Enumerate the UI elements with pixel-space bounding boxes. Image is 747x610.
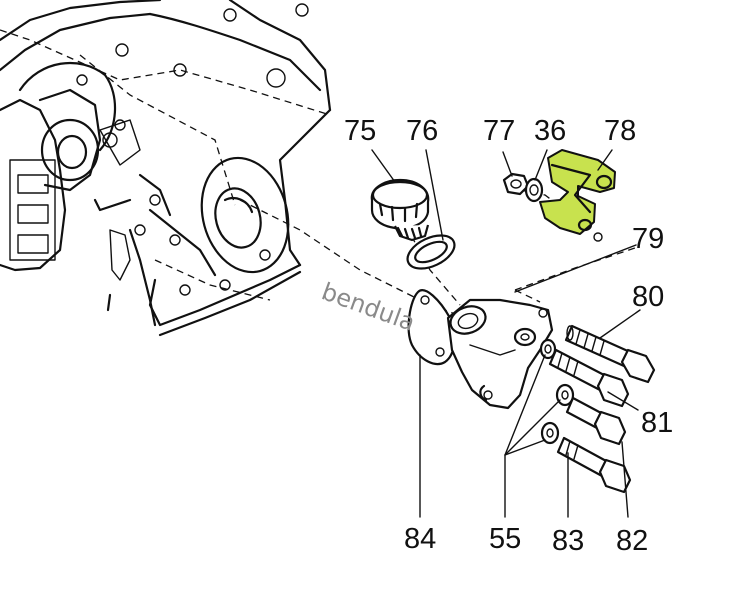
engine-front-cover [0,0,332,337]
water-outlet-housing [407,289,554,410]
label-80: 80 [632,281,664,313]
label-75: 75 [344,115,376,147]
watermark: bendula [318,277,419,336]
alignment-lines [0,29,636,321]
bolt-80 [564,324,656,384]
part-number-labels: 75 76 77 36 78 79 80 81 82 83 84 55 [344,115,673,557]
bolt-82 [555,383,627,446]
label-79: 79 [632,223,664,255]
label-81: 81 [641,407,673,439]
bolt-81 [539,338,630,408]
o-ring-gasket [406,234,456,270]
label-36: 36 [534,115,566,147]
label-77: 77 [483,115,515,147]
highlighted-bracket [539,149,616,242]
label-82: 82 [616,525,648,557]
bolt-83 [540,421,632,494]
filler-cap [370,178,430,242]
nut-and-washer [502,172,544,203]
label-55: 55 [489,523,521,555]
label-83: 83 [552,525,584,557]
label-78: 78 [604,115,636,147]
label-76: 76 [406,115,438,147]
label-84: 84 [404,523,436,555]
leader-lines [371,149,641,518]
